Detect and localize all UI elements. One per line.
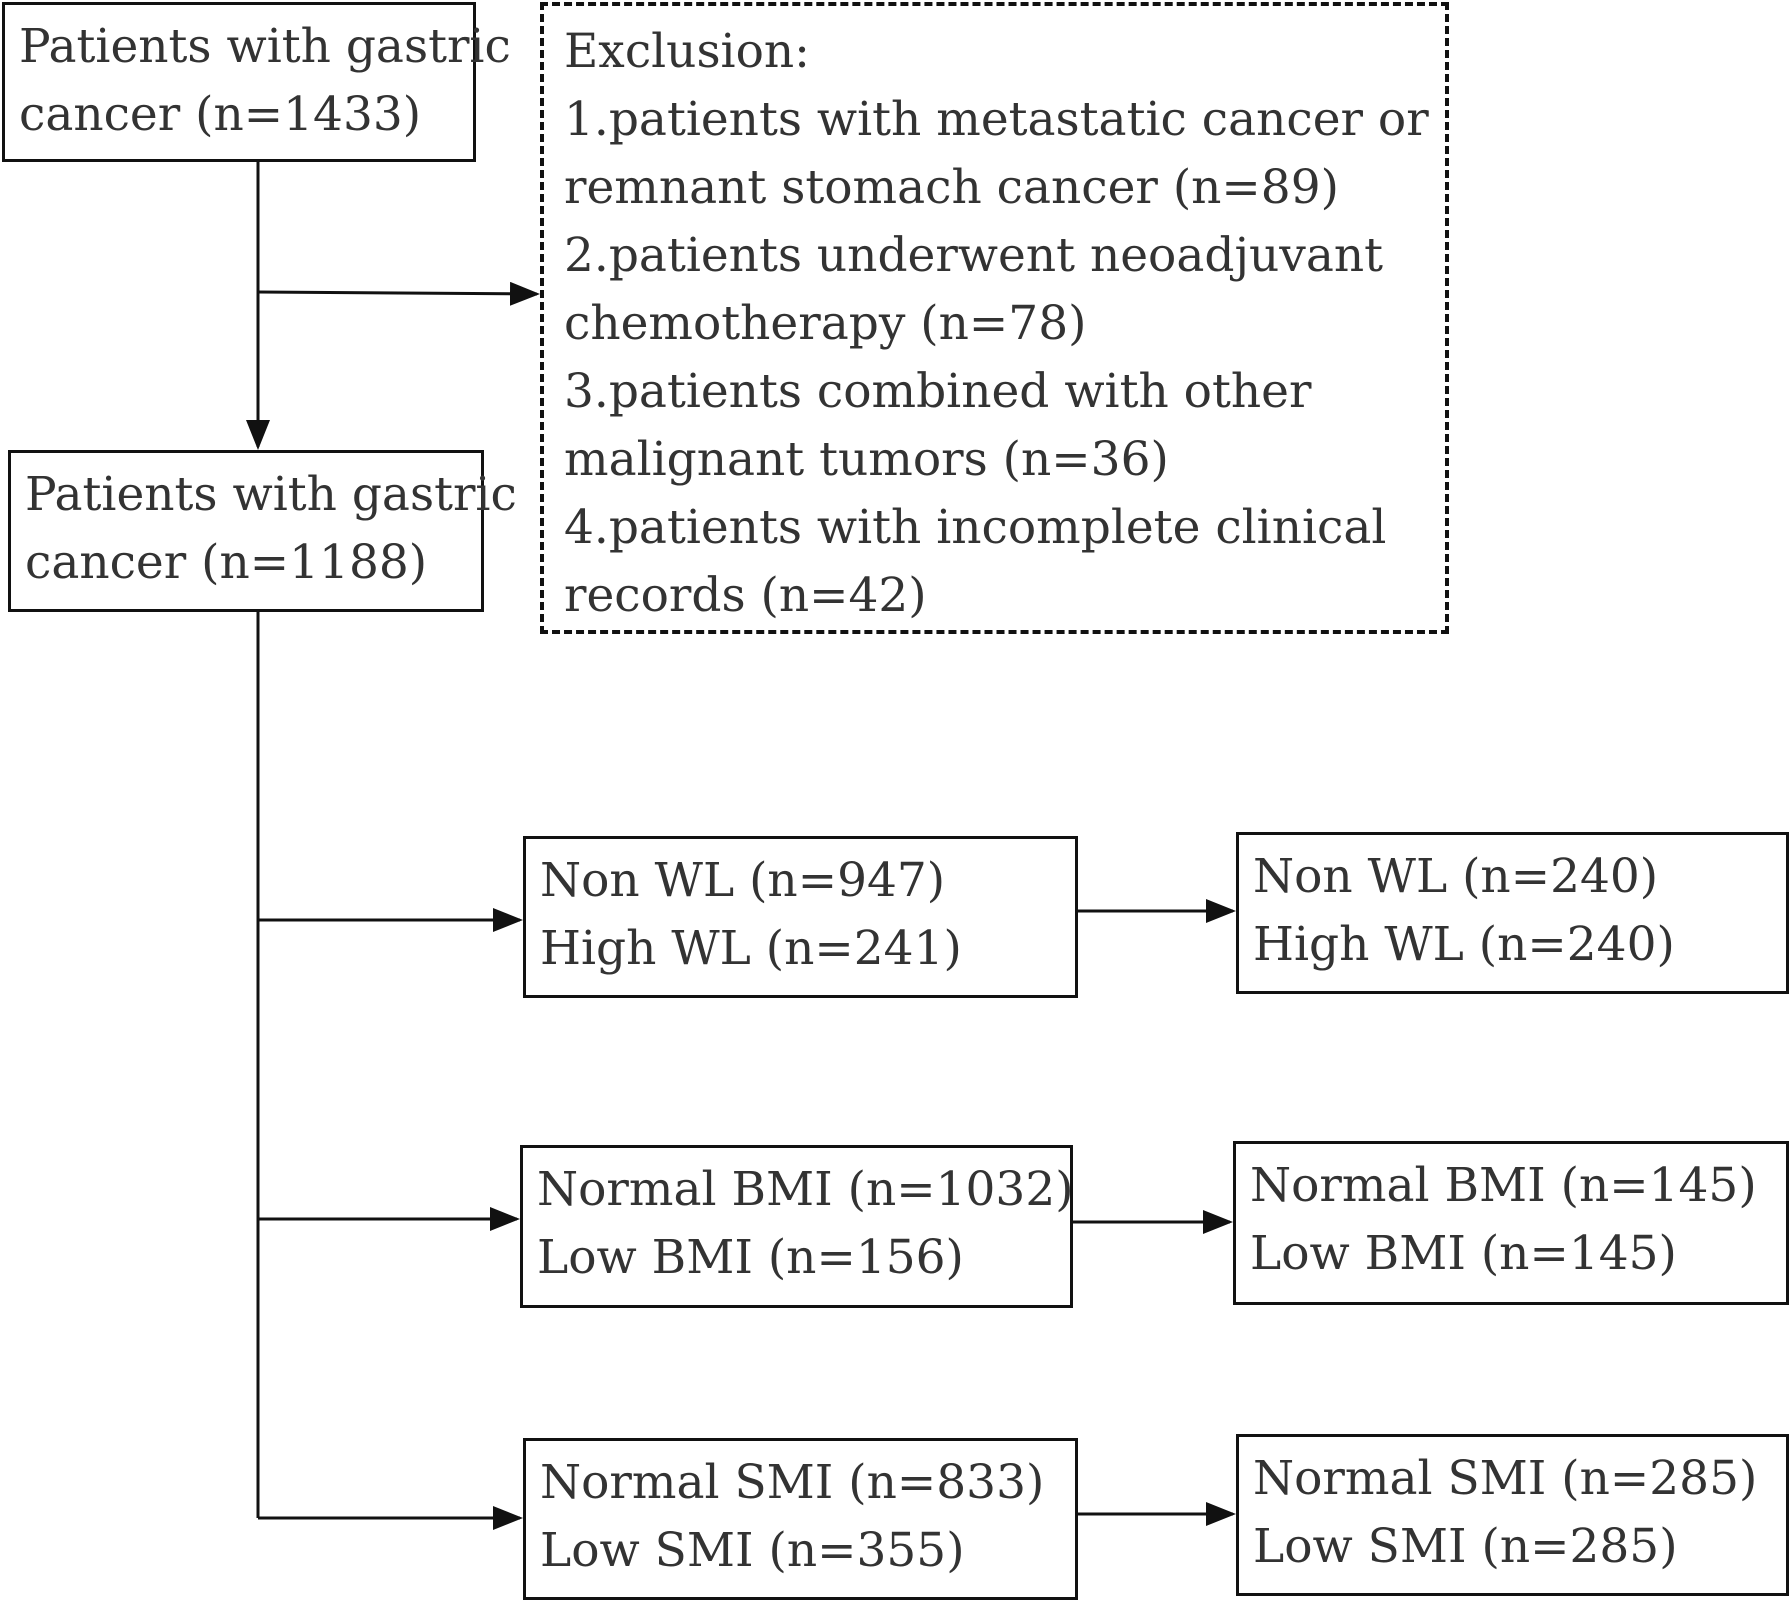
exclusion-line: 4.patients with incomplete clinical (564, 500, 1387, 555)
wl-group-line1: Non WL (n=947) (540, 853, 946, 908)
initial-cohort-line1: Patients with gastric (19, 19, 511, 74)
wl-matched-box: Non WL (n=240) High WL (n=240) (1236, 832, 1789, 994)
exclusion-line: 1.patients with metastatic cancer or (564, 92, 1429, 147)
exclusion-line: 2.patients underwent neoadjuvant (564, 228, 1384, 283)
smi-group-box: Normal SMI (n=833) Low SMI (n=355) (523, 1438, 1078, 1600)
included-cohort-line1: Patients with gastric (25, 467, 517, 522)
bmi-group-line2: Low BMI (n=156) (537, 1230, 964, 1285)
smi-matched-line2: Low SMI (n=285) (1253, 1519, 1678, 1574)
included-cohort-box: Patients with gastric cancer (n=1188) (8, 450, 517, 612)
bmi-matched-line2: Low BMI (n=145) (1250, 1226, 1677, 1281)
bmi-matched-line1: Normal BMI (n=145) (1250, 1158, 1757, 1213)
exclusion-line: records (n=42) (564, 568, 927, 623)
smi-group-line2: Low SMI (n=355) (540, 1523, 965, 1578)
wl-group-line2: High WL (n=241) (540, 921, 962, 976)
wl-matched-line1: Non WL (n=240) (1253, 849, 1659, 904)
smi-matched-box: Normal SMI (n=285) Low SMI (n=285) (1236, 1434, 1789, 1596)
exclusion-line: remnant stomach cancer (n=89) (564, 160, 1339, 215)
smi-group-line1: Normal SMI (n=833) (540, 1455, 1045, 1510)
exclusion-box: Exclusion: 1.patients with metastatic ca… (540, 2, 1449, 634)
exclusion-title: Exclusion: (564, 24, 810, 79)
bmi-group-box: Normal BMI (n=1032) Low BMI (n=156) (520, 1145, 1074, 1308)
bmi-group-line1: Normal BMI (n=1032) (537, 1162, 1074, 1217)
initial-cohort-box: Patients with gastric cancer (n=1433) (2, 2, 511, 162)
included-cohort-line2: cancer (n=1188) (25, 535, 428, 590)
initial-cohort-line2: cancer (n=1433) (19, 87, 422, 142)
bmi-matched-box: Normal BMI (n=145) Low BMI (n=145) (1233, 1141, 1789, 1305)
wl-group-box: Non WL (n=947) High WL (n=241) (523, 836, 1078, 998)
smi-matched-line1: Normal SMI (n=285) (1253, 1451, 1758, 1506)
exclusion-line: 3.patients combined with other (564, 364, 1312, 419)
exclusion-line: chemotherapy (n=78) (564, 296, 1087, 351)
wl-matched-line2: High WL (n=240) (1253, 917, 1675, 972)
exclusion-arrow (257, 281, 540, 306)
exclusion-line: malignant tumors (n=36) (564, 432, 1169, 487)
